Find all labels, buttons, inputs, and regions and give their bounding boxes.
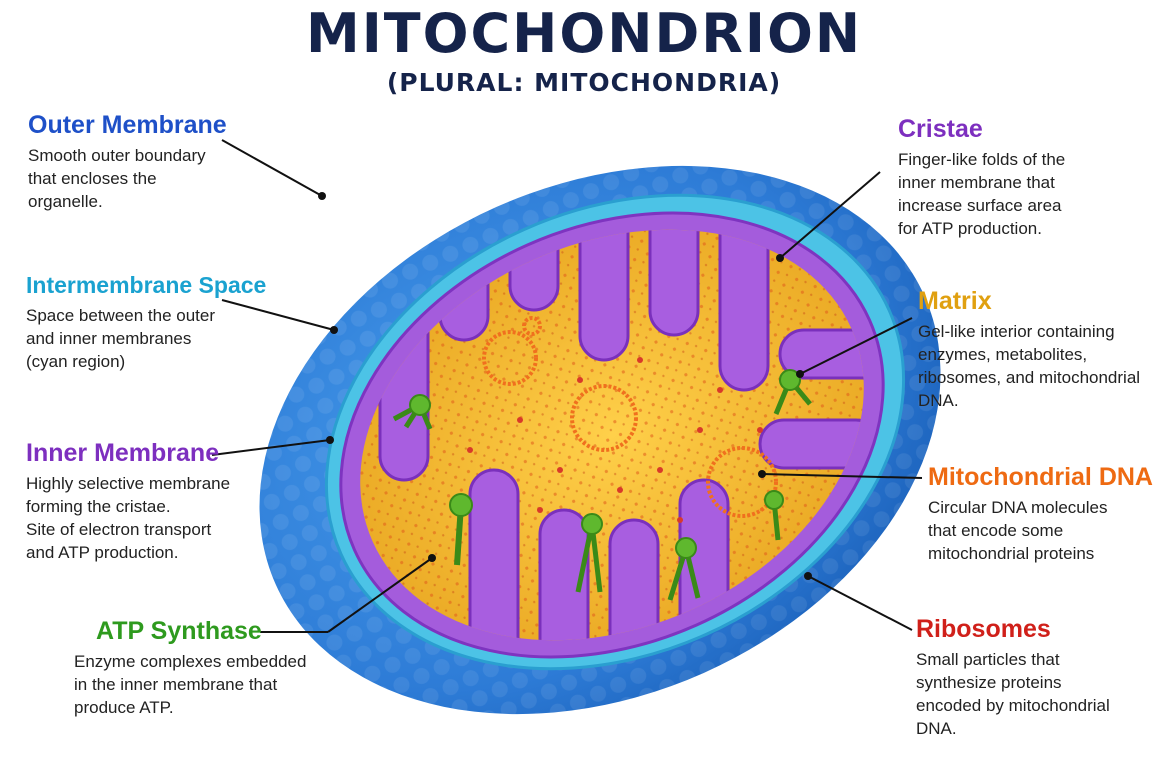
page-title: MITOCHONDRION bbox=[305, 2, 863, 65]
label-outer-membrane: Outer Membrane Smooth outer boundary tha… bbox=[28, 110, 227, 213]
ribosomes-heading: Ribosomes bbox=[916, 615, 1051, 643]
cristae-description: Finger-like folds of the inner membrane … bbox=[898, 150, 1066, 238]
outer-membrane-heading: Outer Membrane bbox=[28, 111, 227, 139]
inner-membrane-description: Highly selective membrane forming the cr… bbox=[26, 474, 231, 562]
inner-membrane-heading: Inner Membrane bbox=[26, 439, 220, 467]
mitochondrial-dna-description: Circular DNA molecules that encode some … bbox=[928, 498, 1108, 563]
intermembrane-space-description: Space between the outer and inner membra… bbox=[26, 306, 216, 371]
leader-dots bbox=[318, 192, 812, 580]
atp-synthase-heading: ATP Synthase bbox=[96, 617, 262, 645]
label-cristae: Cristae Finger-like folds of the inner m… bbox=[898, 114, 1065, 240]
leader-lines bbox=[211, 139, 923, 633]
label-matrix: Matrix Gel-like interior containing enzy… bbox=[918, 286, 1140, 412]
mitochondrial-dna-heading: Mitochondrial DNA bbox=[928, 463, 1153, 491]
ribosomes-description: Small particles that synthesize proteins… bbox=[916, 650, 1110, 738]
label-atp-synthase: ATP Synthase Enzyme complexes embedded i… bbox=[74, 616, 306, 719]
cristae-heading: Cristae bbox=[898, 115, 983, 143]
outer-membrane-description: Smooth outer boundary that encloses the … bbox=[28, 146, 206, 211]
label-intermembrane-space: Intermembrane Space Space between the ou… bbox=[26, 270, 266, 373]
atp-synthase-shape bbox=[392, 369, 812, 601]
matrix-description: Gel-like interior containing enzymes, me… bbox=[918, 322, 1141, 410]
intermembrane-space-heading: Intermembrane Space bbox=[26, 272, 267, 298]
page-subtitle: (PLURAL: MITOCHONDRIA) bbox=[386, 68, 782, 97]
label-ribosomes: Ribosomes Small particles that synthesiz… bbox=[916, 614, 1110, 740]
mito-dna-shape bbox=[482, 316, 778, 518]
matrix-heading: Matrix bbox=[918, 287, 992, 315]
label-mitochondrial-dna: Mitochondrial DNA Circular DNA molecules… bbox=[928, 462, 1153, 565]
ribosome-particles bbox=[467, 357, 763, 523]
atp-synthase-description: Enzyme complexes embedded in the inner m… bbox=[74, 652, 307, 717]
label-inner-membrane: Inner Membrane Highly selective membrane… bbox=[26, 438, 230, 564]
